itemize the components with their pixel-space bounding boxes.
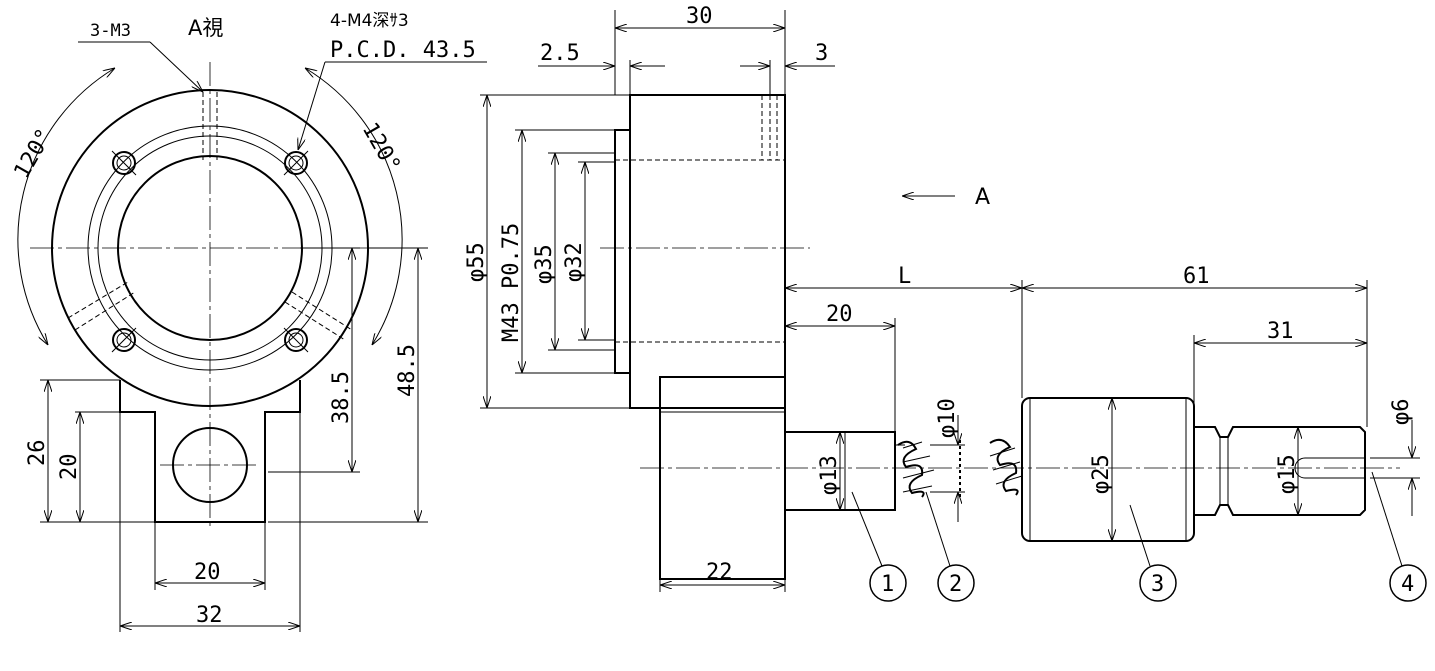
dim-20-shaft: 20 <box>826 302 853 327</box>
dim-48-5: 48.5 <box>395 344 420 397</box>
dim-phi13: φ13 <box>817 455 842 495</box>
dim-31: 31 <box>1267 319 1294 344</box>
dim-phi55: φ55 <box>464 242 489 282</box>
front-view: 120° 120° 3-M3 A視 4-M4深ｻ3 P.C.D. 43.5 38… <box>10 11 487 632</box>
dim-32: 32 <box>196 603 223 628</box>
dim-38-5: 38.5 <box>329 371 354 424</box>
dim-l: L <box>898 264 911 289</box>
label-4m4: 4-M4深ｻ3 <box>330 11 409 31</box>
balloon-4: 4 <box>1401 572 1414 597</box>
balloon-3: 3 <box>1151 572 1164 597</box>
label-pcd: P.C.D. 43.5 <box>330 38 476 63</box>
dim-m43: M43 P0.75 <box>499 223 524 342</box>
dim-phi32: φ32 <box>562 242 587 282</box>
part-balloons: 1 2 3 4 <box>851 471 1427 602</box>
balloon-2: 2 <box>949 572 962 597</box>
dim-2-5: 2.5 <box>540 41 580 66</box>
angle-label-right: 120° <box>357 119 405 177</box>
dim-phi35: φ35 <box>532 244 557 284</box>
angle-label-left: 120° <box>10 125 58 183</box>
dim-phi25: φ25 <box>1089 454 1114 494</box>
view-label-a: A視 <box>188 16 223 40</box>
shaft-view: L 61 20 31 φ10 φ13 φ25 φ15 φ6 <box>640 264 1420 542</box>
shaft-part-4 <box>1194 426 1366 516</box>
dim-26: 26 <box>25 440 50 467</box>
dim-phi6: φ6 <box>1389 399 1414 426</box>
thread-part-2 <box>897 438 1023 500</box>
label-3m3: 3-M3 <box>90 21 131 41</box>
dim-30: 30 <box>686 4 713 29</box>
dim-20-horizontal: 20 <box>194 560 221 585</box>
dim-phi10: φ10 <box>935 398 960 438</box>
side-view: 30 2.5 3 φ55 M43 P0.75 φ35 φ32 22 A <box>464 4 990 592</box>
dim-61: 61 <box>1183 264 1210 289</box>
dim-22: 22 <box>706 560 733 585</box>
balloon-1: 1 <box>881 572 894 597</box>
arrow-a-label: A <box>975 185 990 210</box>
dim-3: 3 <box>815 41 828 66</box>
dim-phi15: φ15 <box>1275 454 1300 494</box>
dim-20-vertical: 20 <box>57 454 82 481</box>
